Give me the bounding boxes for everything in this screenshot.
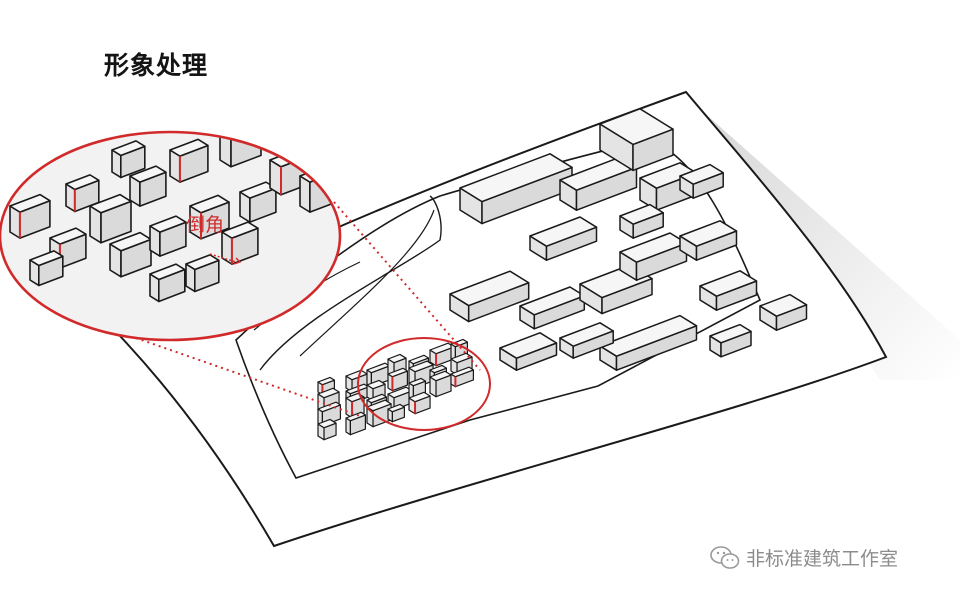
building-face xyxy=(599,108,674,146)
road-edge xyxy=(259,195,442,371)
zoom-ring xyxy=(0,130,342,342)
paper-shadow xyxy=(690,100,960,380)
watermark-text: 非标准建筑工作室 xyxy=(746,548,899,570)
building-face xyxy=(499,332,558,359)
large-buildings xyxy=(449,108,808,371)
wechat-icon xyxy=(710,545,740,569)
building-face xyxy=(218,132,250,138)
chamfer-marker xyxy=(209,253,237,263)
building-face xyxy=(169,138,209,157)
road-edge xyxy=(299,209,435,357)
site-sheet xyxy=(118,90,888,548)
building-face xyxy=(207,132,220,138)
leader-line xyxy=(333,201,481,371)
building-face xyxy=(366,379,386,390)
building-face xyxy=(345,411,366,422)
building-face xyxy=(679,220,738,247)
building-face xyxy=(49,227,87,245)
building-face xyxy=(699,270,758,297)
building-face xyxy=(387,367,408,378)
building-face xyxy=(759,293,808,317)
building-face xyxy=(366,399,392,412)
building-face xyxy=(219,132,262,138)
building-face xyxy=(317,387,340,399)
building-face xyxy=(459,153,573,203)
building-face xyxy=(709,323,752,344)
small-buildings xyxy=(317,338,474,441)
building-face xyxy=(219,132,232,168)
building-face xyxy=(249,132,260,147)
building-face xyxy=(429,364,447,374)
building-face xyxy=(450,338,468,348)
building-face xyxy=(9,193,51,213)
arrow-icon xyxy=(233,257,242,265)
building-face xyxy=(221,221,259,239)
building-face xyxy=(29,250,64,267)
building-face xyxy=(65,174,100,191)
building-face xyxy=(250,109,283,124)
building-face xyxy=(387,403,405,413)
building-face xyxy=(149,215,187,233)
building-face xyxy=(408,377,426,387)
building-face xyxy=(111,140,146,157)
building-face xyxy=(450,352,473,364)
building-face xyxy=(189,194,230,214)
zoom-callout: 倒角 xyxy=(0,91,342,342)
building-face xyxy=(366,393,387,404)
building-face xyxy=(619,203,664,225)
building-face xyxy=(149,263,186,281)
building-face xyxy=(317,418,337,429)
building-face xyxy=(317,401,341,413)
page-title: 形象处理 xyxy=(104,51,209,80)
building-face xyxy=(679,163,724,185)
building-face xyxy=(408,360,434,373)
building-face xyxy=(208,91,249,109)
focus-ellipse xyxy=(357,337,491,431)
building-face xyxy=(129,165,167,183)
building-face xyxy=(408,391,431,403)
building-face xyxy=(185,254,220,271)
building-face xyxy=(408,354,429,365)
watermark: 非标准建筑工作室 xyxy=(710,544,898,571)
building-face xyxy=(450,366,474,378)
callout-label: 倒角 xyxy=(186,214,224,236)
building-face xyxy=(257,132,284,147)
building-face xyxy=(599,314,698,357)
building-face xyxy=(529,216,598,247)
building-face xyxy=(559,322,614,347)
building-face xyxy=(387,353,407,364)
building-face xyxy=(317,376,335,386)
building-face xyxy=(449,270,530,307)
